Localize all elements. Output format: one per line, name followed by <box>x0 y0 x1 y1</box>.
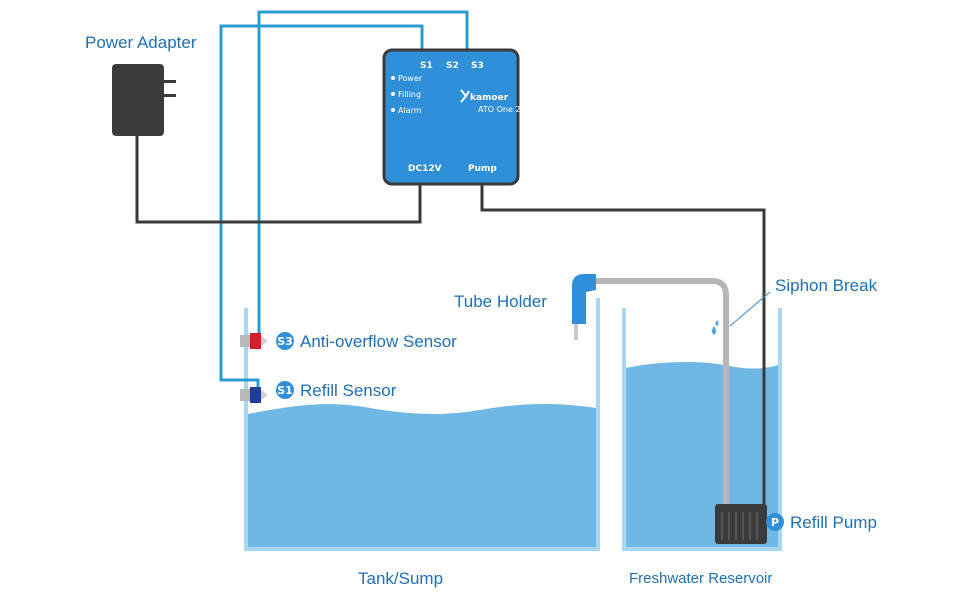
adapter-body <box>112 64 164 136</box>
siphon-break-drops <box>712 320 719 335</box>
sensor-mount <box>240 335 250 347</box>
indicator-alarm: Alarm <box>398 106 422 115</box>
pump-cable <box>480 185 766 506</box>
adapter-prong-bottom <box>164 94 176 97</box>
anti-overflow-sensor-label: Anti-overflow Sensor <box>300 332 457 351</box>
port-s3: S3 <box>471 61 484 71</box>
power-adapter <box>112 64 176 136</box>
controller-body <box>382 48 520 186</box>
pump-badge: P <box>766 513 784 531</box>
s3-sensor-wire <box>257 10 469 334</box>
pump-badge-circle <box>766 513 784 531</box>
port-s1: S1 <box>420 61 433 71</box>
power-led <box>391 76 395 80</box>
tube-holder-stem <box>574 324 578 340</box>
reservoir-wall <box>622 308 782 551</box>
freshwater-reservoir-label: Freshwater Reservoir <box>629 570 772 587</box>
power-adapter-label: Power Adapter <box>85 33 197 52</box>
sensor-tip <box>261 336 268 346</box>
tube-holder <box>572 274 596 340</box>
s3-badge: S3 <box>276 332 294 350</box>
brand-name: kamoer <box>470 93 509 103</box>
pump-badge-text: P <box>771 516 779 529</box>
s1-badge-circle <box>276 381 294 399</box>
pump-port-label: Pump <box>468 164 497 174</box>
s1-badge-text: S1 <box>277 384 293 397</box>
refill-pump-label: Refill Pump <box>790 513 877 532</box>
siphon-break-leader <box>729 291 771 327</box>
model-name: ATO One 2 <box>478 105 521 114</box>
refill-sensor-label: Refill Sensor <box>300 381 397 400</box>
drop-small <box>715 320 719 326</box>
port-s2: S2 <box>446 61 459 71</box>
sensor-tip <box>261 390 268 400</box>
tank-sump <box>244 298 600 551</box>
refill-sensor <box>240 387 268 403</box>
sensor-head-red <box>250 333 261 349</box>
power-cable <box>135 136 422 224</box>
reservoir-water <box>626 362 778 548</box>
kamoer-logo-icon <box>460 89 470 103</box>
dc-port-label: DC12V <box>408 164 442 174</box>
drop-large <box>712 326 716 335</box>
indicator-filling: Filling <box>398 90 421 99</box>
anti-overflow-sensor <box>240 333 268 349</box>
filling-led <box>391 92 395 96</box>
tube-holder-label: Tube Holder <box>454 292 547 311</box>
tank-sump-wall <box>244 298 600 551</box>
siphon-break-label: Siphon Break <box>775 276 878 295</box>
adapter-prong-top <box>164 80 176 83</box>
freshwater-reservoir <box>622 308 782 551</box>
refill-pump <box>715 504 767 544</box>
s3-badge-circle <box>276 332 294 350</box>
tube-holder-body <box>572 274 596 324</box>
refill-tube <box>586 278 729 508</box>
alarm-led <box>391 108 395 112</box>
sensor-head-blue <box>250 387 261 403</box>
s1-sensor-wire <box>219 24 424 390</box>
s3-badge-text: S3 <box>277 335 293 348</box>
sensor-mount <box>240 389 250 401</box>
tank-sump-water <box>248 404 596 548</box>
tank-sump-label: Tank/Sump <box>358 569 443 588</box>
indicator-power: Power <box>398 74 423 83</box>
ato-controller: S1 S2 S3 Power Filling Alarm kamoer ATO … <box>382 48 521 186</box>
s1-badge: S1 <box>276 381 294 399</box>
